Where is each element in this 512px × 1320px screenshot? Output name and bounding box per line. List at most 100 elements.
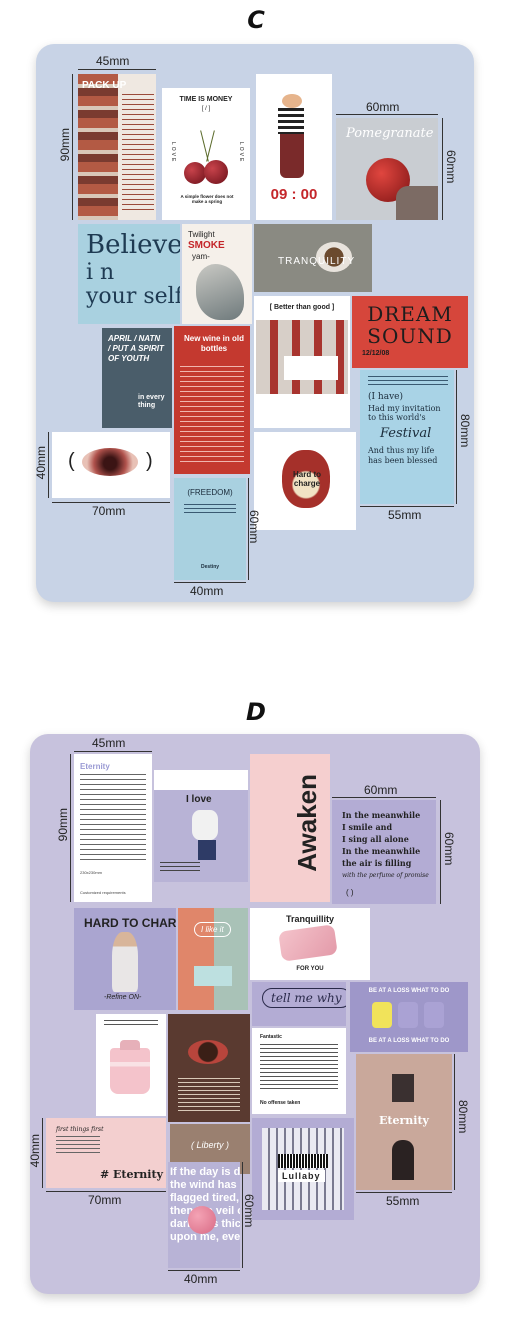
time-is-money-title: TIME IS MONEY [179,96,233,103]
destiny-text: Destiny [200,564,220,570]
dim-d-40mm-bottom: 40mm [184,1272,218,1286]
card-eye: ( ) [52,432,170,498]
fantastic-title: Fantastic [260,1034,282,1040]
figure-illustration [196,264,244,320]
i-love-title: I love [186,794,212,805]
clock-time: 09 : 00 [270,186,318,203]
card-believe: Believe i n your self [78,224,180,324]
cherry-icon [184,162,206,184]
grid-window [262,1128,344,1210]
at-a-loss-top: BE AT A LOSS WHAT TO DO [368,988,450,994]
parens-text: ( ) [346,888,354,897]
toy-gun-icon [372,1002,392,1028]
new-wine-title: New wine in old bottles [184,334,245,353]
card-cake [96,1014,166,1116]
dim-c-60mm-right: 60mm [444,150,458,184]
smile-and: I smile and [342,822,393,832]
card-invitation: (I have) Had my invitation to this world… [360,370,454,504]
meanwhile-1: In the meanwhile [342,810,421,820]
awaken-title: Awaken [292,774,322,872]
eternity-photo-title: Eternity [379,1114,429,1127]
freedom-title: (FREEDOM) [187,488,233,497]
dim-c-40mm-left: 40mm [34,446,48,480]
sound-title: SOUND [367,324,453,348]
table-icon [194,966,232,986]
festival-text: Festival [380,426,432,441]
card-first-things: first things first # Eternity [46,1118,166,1188]
size-small-text: 230x230mm [80,870,103,875]
card-new-wine: New wine in old bottles [174,326,250,474]
sound-date: 12/12/08 [362,350,390,357]
card-hard-to-charge-d: HARD TO CHARGE -Refine ON- [74,908,176,1010]
simple-flower-text: A simple flower does not make a spring [180,194,234,204]
dim-c-90mm: 90mm [58,128,72,162]
cake-icon [110,1048,150,1094]
dim-d-60mm-right: 60mm [442,832,456,866]
card-meanwhile: In the meanwhile I smile and I sing all … [332,800,436,904]
card-eternity-photo: Eternity [356,1054,452,1190]
liberty-text: ( Liberty ) [190,1140,229,1150]
card-dream-sound: DREAM SOUND 12/12/08 [352,296,468,368]
card-lullaby: Lullaby [252,1118,354,1220]
card-tranquillity: Tranquillity FOR YOU [250,908,370,980]
hard-to-charge-title: HARD TO CHARGE [84,916,176,930]
card-eternity-text: Eternity 230x230mm Customized requiremen… [74,754,152,902]
dim-c-70mm: 70mm [92,504,126,518]
for-you-text: FOR YOU [296,966,324,972]
girl-figure [282,94,302,108]
blessed-text: And thus my life has been blessed [368,446,438,465]
customized-text: Customized requirements [80,890,126,895]
card-freedom: (FREEDOM) Destiny [174,478,246,580]
pink-fabric [278,924,338,962]
at-a-loss-bottom: BE AT A LOSS WHAT TO DO [368,1038,450,1044]
in-every-thing-text: in every thing [138,394,165,409]
coffee-cup-icon [316,242,352,272]
time-brackets: [ / ] [201,106,211,112]
dim-d-70mm: 70mm [88,1193,122,1207]
i-like-it-text: I like it [194,922,231,937]
tranquillity-title: Tranquillity [285,914,334,924]
dim-d-40mm-left: 40mm [28,1134,42,1168]
heart-icon [188,1206,216,1234]
love-left: LOVE [170,142,176,164]
card-hard-to-charge: Hard to charge [254,432,356,530]
yam-text: yam- [192,252,210,261]
apple-icon [282,450,330,508]
card-day-is-done: If the day is done the wind has flagged … [168,1162,240,1268]
barcode-icon [278,1154,328,1168]
card-pomegranate: Pomegranate [336,118,438,220]
april-text: APRIL / NATN / PUT A SPIRIT OF YOUTH [108,334,164,363]
dim-d-60mm-bottom: 60mm [242,1194,256,1228]
dim-c-45mm: 45mm [96,54,130,68]
hash-eternity-text: # Eternity [100,1168,163,1181]
card-coffee [168,1014,250,1122]
believe-in: i n [86,260,115,285]
card-i-like-it: I like it [178,908,248,1010]
board-d-label: D [246,698,266,726]
invitation-text: Had my invitation to this world's [368,404,441,422]
twilight-title: Twilight [188,230,215,239]
i-sing: I sing all alone [342,834,409,844]
dim-c-80mm: 80mm [458,414,472,448]
card-time-is-money: TIME IS MONEY [ / ] LOVE LOVE A simple f… [162,88,250,220]
coffee-cup-d-icon [188,1040,228,1064]
dim-d-90mm: 90mm [56,808,70,842]
pomegranate-title: Pomegranate [346,126,434,141]
board-d: Eternity 230x230mm Customized requiremen… [28,734,480,1294]
card-at-a-loss: BE AT A LOSS WHAT TO DO BE AT A LOSS WHA… [350,982,468,1052]
card-tell-me-why: tell me why [252,982,346,1026]
i-have-text: (I have) [368,392,404,402]
day-is-done-text: If the day is done the wind has flagged … [170,1166,240,1243]
dream-title: DREAM [367,302,453,326]
pack-up-title: PACK UP [82,80,127,91]
window-icon [392,1074,414,1102]
card-april-spirit: APRIL / NATN / PUT A SPIRIT OF YOUTH in … [102,328,172,428]
perfume-text: with the perfume of promise [342,872,429,879]
card-clock: 09 : 00 [256,74,332,220]
love-right: LOVE [238,142,244,164]
no-offense-text: No offense taken [260,1100,301,1106]
believe-title: Believe [86,230,180,260]
card-twilight-smoke: Twilight SMOKE yam- [182,224,252,324]
dim-c-40mm-bottom: 40mm [190,584,224,598]
tell-me-why-text: tell me why [262,988,346,1008]
